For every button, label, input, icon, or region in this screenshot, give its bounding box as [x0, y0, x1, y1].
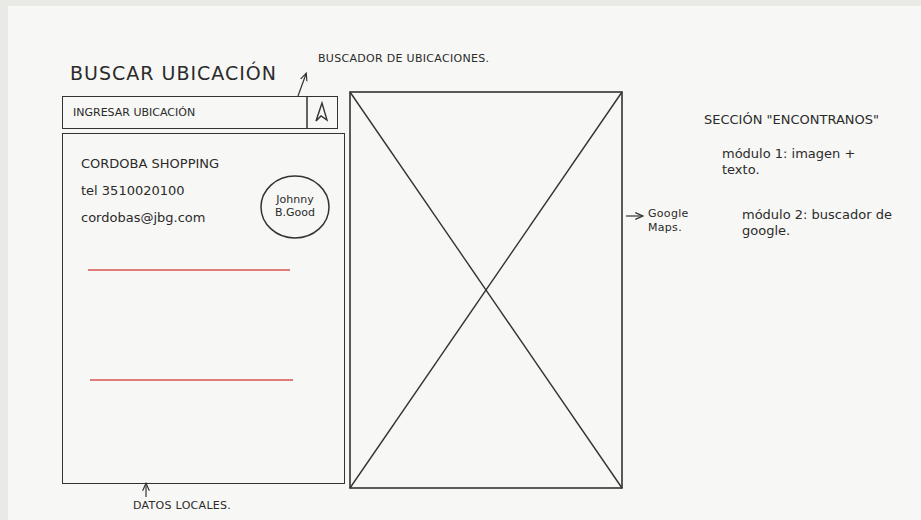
section-note: SECCIÓN "ENCONTRANOS" [704, 112, 904, 128]
leader-arrow [145, 484, 146, 497]
map-placeholder [350, 92, 622, 488]
module-note: módulo 1: imagen + texto. [722, 146, 872, 179]
search-input: INGRESAR UBICACIÓN [62, 96, 338, 129]
node-text: CORDOBA SHOPPING [81, 156, 326, 173]
separator-line [90, 379, 293, 380]
leader-arrow [298, 74, 306, 96]
annotation: Google Maps. [648, 207, 700, 235]
logo-circle [261, 176, 329, 238]
node-text: Johnny B.Good [265, 194, 325, 219]
node-text: INGRESAR UBICACIÓN [73, 106, 327, 120]
separator-line [88, 269, 290, 270]
location-arrow-icon [316, 103, 327, 121]
brand-logo: Johnny B.Good [259, 174, 331, 240]
search-divider [306, 96, 308, 128]
placeholder-cross [350, 92, 622, 488]
placeholder-cross [350, 92, 622, 488]
page-title: BUSCAR UBICACIÓN [70, 62, 277, 86]
module-note: módulo 2: buscador de google. [742, 207, 892, 240]
store-data-panel: CORDOBA SHOPPINGtel 3510020100cordobas@j… [62, 133, 345, 484]
annotation: BUSCADOR DE UBICACIONES. [318, 52, 558, 66]
leader-arrow [626, 215, 642, 216]
paper-sheet [8, 6, 921, 520]
annotation: DATOS LOCALES. [133, 499, 253, 513]
